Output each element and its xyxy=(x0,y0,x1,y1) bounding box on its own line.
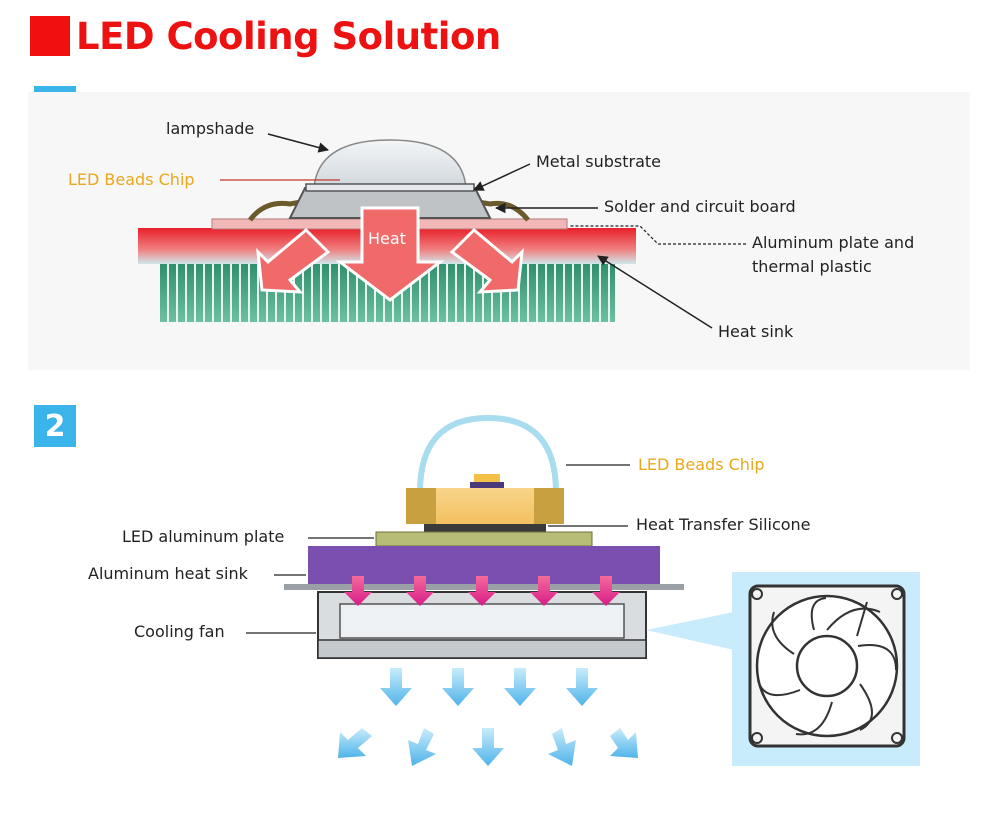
heat-arrow-right xyxy=(449,227,524,294)
heat-flow-arrow-1 xyxy=(344,576,372,606)
label-cooling-fan: Cooling fan xyxy=(134,622,225,641)
diagram-1: Heat lampshade LED Beads Chip Metal subs… xyxy=(68,119,914,341)
heat-flow-arrows xyxy=(344,576,620,606)
led-body-right-cap xyxy=(534,488,564,524)
cooling-fan-base xyxy=(317,639,647,659)
led-chip-base xyxy=(470,482,504,488)
label-solder-circuit-board: Solder and circuit board xyxy=(604,197,796,216)
fan-callout-pointer xyxy=(646,612,734,650)
solder-leg-left xyxy=(248,197,313,222)
solder-leg-right xyxy=(465,197,530,222)
label-led-beads-chip: LED Beads Chip xyxy=(68,170,195,189)
heat-arrow-center xyxy=(335,206,445,302)
cooling-fan-window xyxy=(339,603,625,639)
lens-dome xyxy=(417,414,559,493)
airflow-arrow-4 xyxy=(566,668,598,706)
section-2-badge: 2 xyxy=(34,405,76,447)
label-heat-sink: Heat sink xyxy=(718,322,794,341)
label-aluminum-heat-sink: Aluminum heat sink xyxy=(88,564,249,583)
airflow-arrow-3 xyxy=(504,668,536,706)
lampshade-rim xyxy=(305,183,475,192)
airflow-arrow-9 xyxy=(610,728,638,758)
heat-transfer-silicone xyxy=(424,524,546,532)
page-title: LED Cooling Solution xyxy=(30,12,501,60)
label-led-beads-chip-2: LED Beads Chip xyxy=(638,455,765,474)
lampshade-dome xyxy=(313,139,467,189)
airflow-arrow-5 xyxy=(338,728,372,758)
label-lampshade: lampshade xyxy=(166,119,254,138)
heat-arrows xyxy=(256,206,524,302)
airflow-arrows xyxy=(338,668,638,766)
airflow-arrow-6 xyxy=(408,728,436,766)
airflow-arrow-7 xyxy=(472,728,504,766)
airflow-arrow-1 xyxy=(380,668,412,706)
airflow-arrow-8 xyxy=(548,728,576,766)
heat-flow-arrow-2 xyxy=(406,576,434,606)
heat-arrow-left xyxy=(256,227,331,294)
airflow-arrow-2 xyxy=(442,668,474,706)
heat-flow-arrow-3 xyxy=(468,576,496,606)
led-aluminum-plate xyxy=(375,531,593,547)
led-chip-top xyxy=(474,474,500,482)
heat-flow-arrow-4 xyxy=(530,576,558,606)
diagram-2: LED Beads Chip Heat Transfer Silicone LE… xyxy=(88,414,920,766)
title-text: LED Cooling Solution xyxy=(76,14,501,58)
led-body-left-cap xyxy=(406,488,436,524)
heat-flow-arrow-5 xyxy=(592,576,620,606)
title-marker xyxy=(30,16,70,56)
label-aluminum-plate-line1: Aluminum plate and xyxy=(752,233,914,252)
heat-label: Heat xyxy=(368,229,406,248)
label-aluminum-plate-line2: thermal plastic xyxy=(752,257,872,276)
label-heat-transfer-silicone: Heat Transfer Silicone xyxy=(636,515,811,534)
label-metal-substrate: Metal substrate xyxy=(536,152,661,171)
label-led-aluminum-plate: LED aluminum plate xyxy=(122,527,284,546)
fan-icon xyxy=(748,584,906,748)
